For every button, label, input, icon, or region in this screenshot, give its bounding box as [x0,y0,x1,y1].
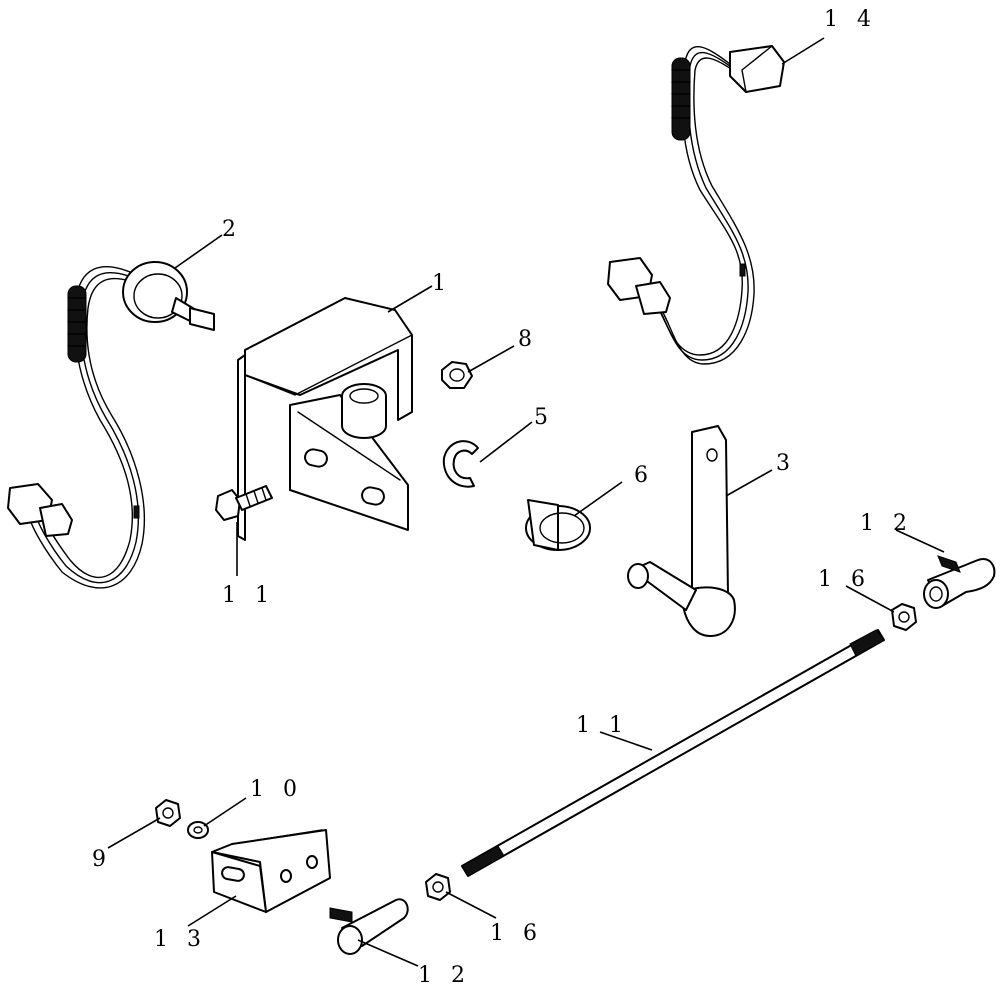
callout-13: 1 3 [154,927,207,952]
callout-numbers: 1 2 3 5 6 8 9 1 0 1 1 1 1 1 2 1 2 1 3 1 … [92,7,913,988]
position-sensor-part-2 [7,261,215,589]
angle-bracket-part-13 [211,829,331,913]
callout-11-rod: 1 1 [576,713,629,738]
callout-16-upper: 1 6 [818,567,871,592]
threaded-rod-part-11 [461,629,885,877]
callout-2: 2 [222,217,242,242]
callout-1: 1 [432,271,452,296]
leader-lines [107,37,945,967]
callout-14: 1 4 [824,7,877,32]
callout-9: 9 [92,847,112,872]
washer-part-10 [187,821,209,839]
callout-5: 5 [534,405,554,430]
nut-part-16-upper [891,603,917,631]
callout-10: 1 0 [250,777,303,802]
wire-harness-connector-part-14 [607,45,785,365]
ball-joint-part-12-lower [329,898,409,955]
callout-3: 3 [776,451,796,476]
bolt-part-11 [215,485,273,521]
nut-part-9 [155,799,181,827]
callout-6: 6 [634,463,654,488]
callout-8: 8 [518,327,538,352]
bushing-part-6 [525,499,591,551]
ball-joint-part-12-upper [923,555,996,609]
mounting-bracket-part-1 [237,297,413,541]
e-clip-part-5 [442,440,479,488]
callout-11-bolt: 1 1 [222,583,275,608]
callout-12-lower: 1 2 [418,963,471,988]
callout-12-upper: 1 2 [860,511,913,536]
callout-16-lower: 1 6 [490,921,543,946]
nut-part-16-lower [425,873,451,901]
nut-part-8 [441,361,473,389]
lever-arm-part-3 [627,425,736,637]
